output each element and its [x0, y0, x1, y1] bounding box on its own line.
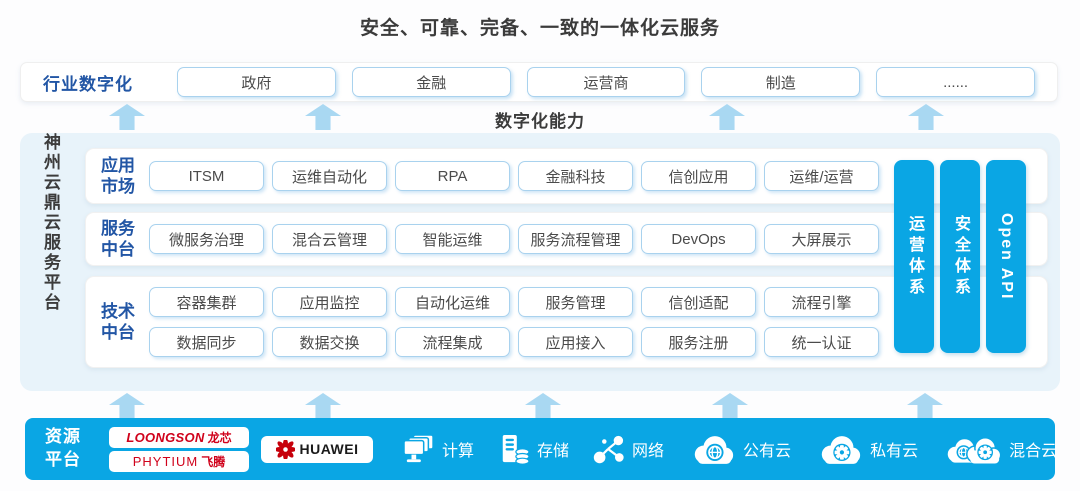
- service-middle-label-line2: 中台: [101, 240, 135, 259]
- box-automated-ops: 自动化运维: [395, 287, 510, 317]
- pillar-open-api: Open API: [986, 160, 1026, 353]
- up-arrow-icon: [109, 393, 145, 419]
- up-arrow-icon: [712, 393, 748, 419]
- box-ops-operation: 运维/运营: [764, 161, 879, 191]
- phytium-latin-text: PHYTIUM: [132, 453, 199, 469]
- industry-item-operator: 运营商: [526, 67, 686, 97]
- box-container-cluster: 容器集群: [149, 287, 264, 317]
- public-cloud-icon: [694, 435, 734, 464]
- hybrid-cloud-icon: [947, 436, 1002, 464]
- storage-icon: [502, 434, 530, 464]
- loongson-latin-text: LOONGSON: [126, 429, 205, 445]
- box-intelligent-ops: 智能运维: [395, 224, 510, 254]
- pillar-operation-system: 运营体系: [894, 160, 934, 353]
- digital-capability-label: 数字化能力: [495, 112, 585, 131]
- service-middle-label: 服务 中台: [101, 218, 149, 261]
- box-data-exchange: 数据交换: [272, 327, 387, 357]
- resource-item-storage-label: 存储: [537, 443, 570, 460]
- private-cloud-icon: [821, 435, 861, 464]
- app-market-label-line1: 应用: [101, 155, 135, 175]
- box-app-monitoring: 应用监控: [272, 287, 387, 317]
- box-process-integration: 流程集成: [395, 327, 510, 357]
- resource-item-private-cloud-label: 私有云: [870, 443, 919, 460]
- phytium-cjk-text: 飞腾: [201, 454, 226, 469]
- tech-middle-label: 技术 中台: [101, 301, 149, 344]
- resource-item-storage: 存储: [498, 434, 569, 464]
- phytium-logo: PHYTIUM 飞腾: [109, 450, 249, 472]
- box-data-sync: 数据同步: [149, 327, 264, 357]
- page-title: 安全、可靠、完备、一致的一体化云服务: [359, 18, 720, 39]
- industry-item-government: 政府: [177, 67, 336, 97]
- industry-row: 行业数字化 政府 金融 运营商 制造 ......: [20, 62, 1058, 102]
- app-market-boxes: ITSM 运维自动化 RPA 金融科技 信创应用 运维/运营: [149, 161, 879, 191]
- service-middle-row: 服务 中台 微服务治理 混合云管理 智能运维 服务流程管理 DevOps 大屏展…: [85, 212, 1048, 266]
- app-market-row: 应用 市场 ITSM 运维自动化 RPA 金融科技 信创应用 运维/运营: [85, 148, 1048, 204]
- loongson-logo: LOONGSON 龙芯: [109, 426, 249, 448]
- resource-platform-label: 资源 平台: [45, 426, 81, 472]
- cpu-vendor-pills: LOONGSON 龙芯 PHYTIUM 飞腾: [109, 426, 249, 472]
- resource-item-compute: 计算: [403, 434, 474, 464]
- industry-item-manufacturing: 制造: [701, 67, 861, 97]
- resource-platform-band: 资源 平台 LOONGSON 龙芯 PHYTIUM 飞腾: [25, 418, 1057, 480]
- app-market-label: 应用 市场: [101, 155, 149, 198]
- box-rpa: RPA: [395, 161, 510, 191]
- industry-item-finance: 金融: [351, 67, 511, 97]
- box-microservice-gov: 微服务治理: [149, 224, 264, 254]
- huawei-flower-icon: [275, 439, 295, 459]
- service-middle-label-line1: 服务: [101, 218, 135, 238]
- resource-item-public-cloud: 公有云: [690, 434, 791, 465]
- app-market-label-line2: 市场: [101, 177, 135, 196]
- loongson-cjk-text: 龙芯: [207, 430, 232, 445]
- platform-side-label: 神州云鼎云服务平台: [41, 133, 60, 313]
- pillar-security-system: 安全体系: [940, 160, 980, 353]
- box-unified-auth: 统一认证: [764, 327, 879, 357]
- box-process-engine: 流程引擎: [764, 287, 879, 317]
- box-service-process-mgmt: 服务流程管理: [518, 224, 633, 254]
- resource-item-private-cloud: 私有云: [817, 434, 918, 465]
- industry-item-more: ......: [876, 67, 1035, 97]
- box-itsm: ITSM: [149, 161, 264, 191]
- resource-item-compute-label: 计算: [442, 443, 475, 460]
- network-icon: [593, 435, 624, 464]
- resource-item-network: 网络: [593, 434, 664, 464]
- service-middle-boxes: 微服务治理 混合云管理 智能运维 服务流程管理 DevOps 大屏展示: [149, 224, 879, 254]
- resource-item-hybrid-cloud-label: 混合云: [1009, 443, 1058, 460]
- box-hybrid-cloud-mgmt: 混合云管理: [272, 224, 387, 254]
- resource-label-line1: 资源: [45, 427, 81, 447]
- compute-icon: [403, 434, 434, 463]
- box-ops-automation: 运维自动化: [272, 161, 387, 191]
- tech-middle-boxes: 容器集群 应用监控 自动化运维 服务管理 信创适配 流程引擎 数据同步 数据交换…: [149, 287, 879, 357]
- tech-middle-label-line1: 技术: [101, 301, 135, 321]
- resource-item-public-cloud-label: 公有云: [743, 443, 792, 460]
- box-xinchuang-app: 信创应用: [641, 161, 756, 191]
- huawei-text: HUAWEI: [299, 441, 359, 457]
- box-xinchuang-adapt: 信创适配: [641, 287, 756, 317]
- box-service-mgmt: 服务管理: [518, 287, 633, 317]
- huawei-logo: HUAWEI: [261, 435, 373, 463]
- resource-label-line2: 平台: [45, 450, 81, 469]
- box-fintech: 金融科技: [518, 161, 633, 191]
- tech-middle-label-line2: 中台: [101, 323, 135, 342]
- box-app-access: 应用接入: [518, 327, 633, 357]
- up-arrow-icon: [305, 393, 341, 419]
- resource-item-hybrid-cloud: 混合云: [944, 434, 1057, 465]
- box-service-registry: 服务注册: [641, 327, 756, 357]
- box-big-screen: 大屏展示: [764, 224, 879, 254]
- tech-middle-row: 技术 中台 容器集群 应用监控 自动化运维 服务管理 信创适配 流程引擎 数据同…: [85, 276, 1048, 368]
- up-arrow-icon: [907, 393, 943, 419]
- industry-row-label: 行业数字化: [43, 74, 133, 94]
- resource-item-network-label: 网络: [632, 443, 665, 460]
- cloud-platform-panel: 神州云鼎云服务平台 应用 市场 ITSM 运维自动化 RPA 金融科技 信创应用…: [20, 133, 1060, 391]
- up-arrow-icon: [525, 393, 561, 419]
- box-devops: DevOps: [641, 224, 756, 254]
